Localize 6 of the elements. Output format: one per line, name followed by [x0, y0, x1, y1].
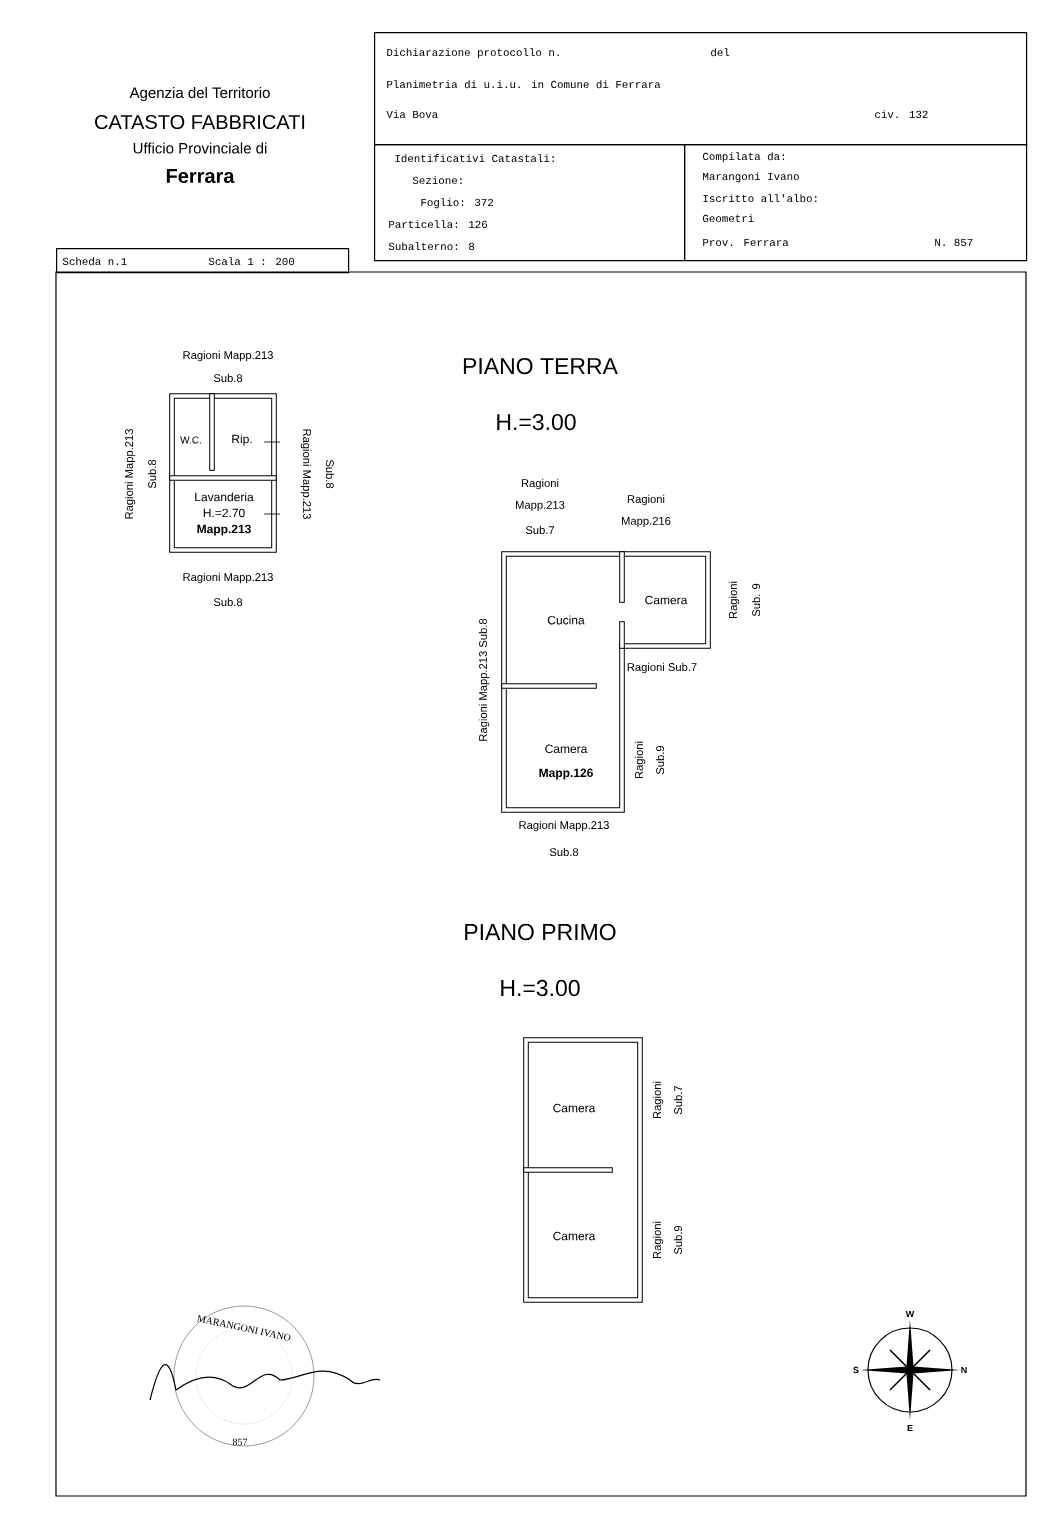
office-heading: Ferrara [166, 169, 235, 183]
height-label: H.=3.00 [501, 979, 580, 997]
office-heading: CATASTO FABBRICATI [95, 114, 305, 130]
floor-title: PIANO PRIMO [465, 923, 616, 941]
floor-title: PIANO TERRA [463, 357, 618, 375]
height-label: H.=3.00 [497, 413, 576, 431]
